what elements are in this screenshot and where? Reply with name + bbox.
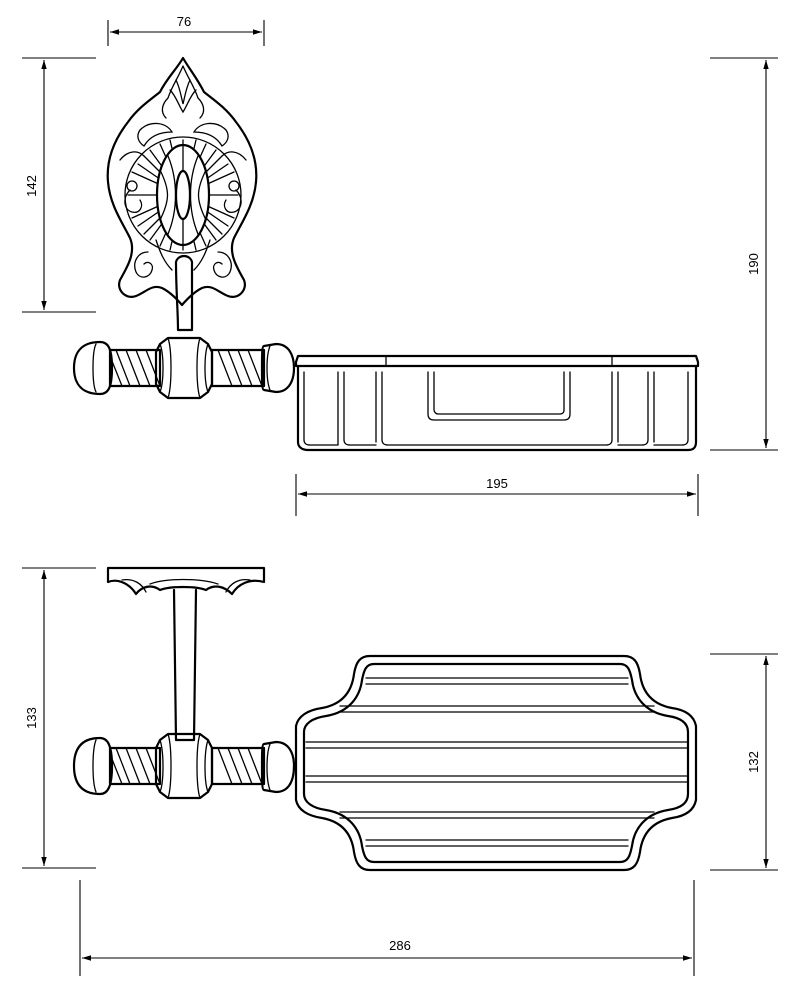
dimension-lines	[22, 20, 778, 976]
stem	[174, 254, 194, 332]
dimension-labels: 76 142 190 195 133 132 286	[24, 14, 761, 953]
bar-top	[72, 732, 296, 800]
dim-label-132: 132	[746, 751, 761, 773]
dim-label-195: 195	[486, 476, 508, 491]
front-view	[72, 56, 700, 452]
basket-front	[294, 354, 700, 452]
ornate-backplate	[106, 56, 258, 307]
dim-label-133: 133	[24, 707, 39, 729]
backplate-top	[106, 566, 266, 596]
dim-label-190: 190	[746, 253, 761, 275]
stem-top	[172, 588, 198, 742]
top-view	[72, 566, 698, 872]
bar-front	[72, 336, 296, 400]
dim-label-142: 142	[24, 175, 39, 197]
basket-top	[294, 654, 698, 872]
dim-label-286: 286	[389, 938, 411, 953]
dim-label-76: 76	[177, 14, 191, 29]
